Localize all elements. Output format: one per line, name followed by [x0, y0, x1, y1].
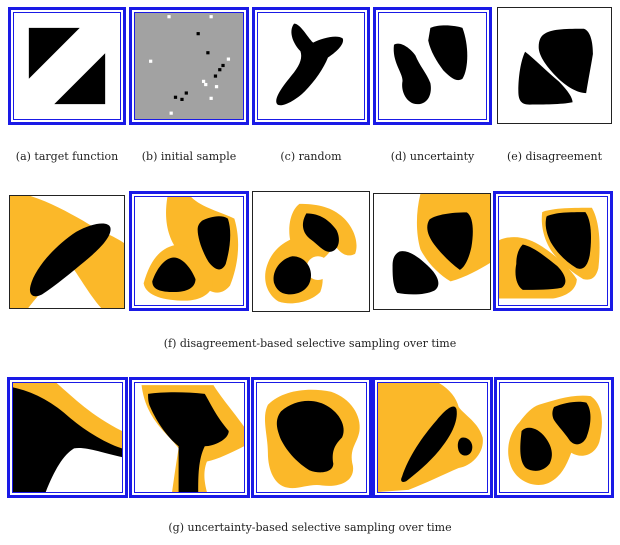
- panel-disagreement-t5: [493, 191, 613, 311]
- caption-random: (c) random: [280, 150, 342, 163]
- panel-uncertainty-t5: [494, 377, 614, 498]
- panel-initial-sample: [129, 7, 249, 125]
- caption-initial-sample: (b) initial sample: [141, 150, 237, 163]
- panel-disagreement-t4: [373, 193, 491, 310]
- panel-uncertainty: [373, 7, 492, 125]
- panel-uncertainty-t4: [372, 377, 493, 498]
- panel-random: [252, 7, 370, 125]
- panel-uncertainty-t1: [7, 377, 128, 498]
- caption-uncertainty: (d) uncertainty: [390, 150, 475, 163]
- panel-target-function: [8, 7, 126, 125]
- panel-disagreement: [497, 7, 612, 124]
- caption-disagreement: (e) disagreement: [506, 150, 603, 163]
- panel-disagreement-t2: [129, 191, 249, 311]
- caption-uncertainty-over-time: (g) uncertainty-based selective sampling…: [168, 521, 452, 534]
- caption-disagreement-over-time: (f) disagreement-based selective samplin…: [163, 337, 457, 350]
- panel-disagreement-t3: [252, 191, 370, 312]
- panel-uncertainty-t2: [129, 377, 250, 498]
- caption-target-function: (a) target function: [15, 150, 119, 163]
- panel-disagreement-t1: [9, 195, 125, 309]
- panel-uncertainty-t3: [251, 377, 372, 498]
